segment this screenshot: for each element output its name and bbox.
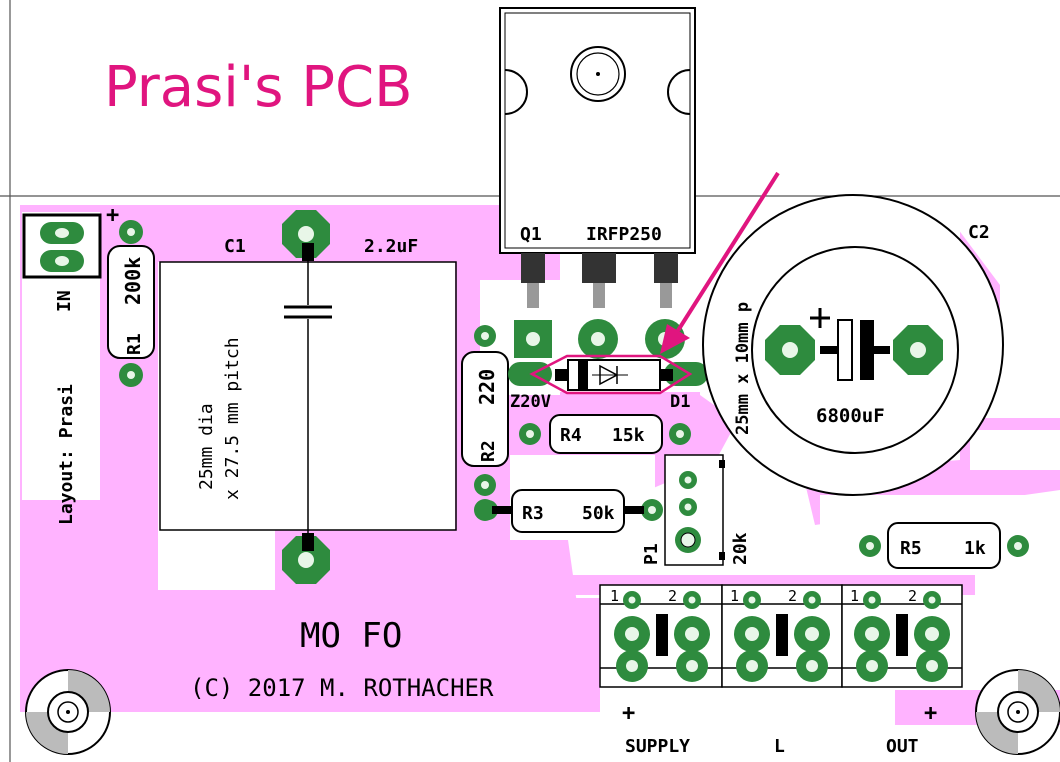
zener-body <box>555 359 673 391</box>
supply-plus-label: + <box>622 701 635 726</box>
in-connector-outline <box>22 213 102 279</box>
zener-ref: Z20V <box>510 392 551 412</box>
q1-pads <box>514 319 685 359</box>
copyright-text: (C) 2017 M. ROTHACHER <box>190 674 494 702</box>
output-connectors <box>599 584 963 688</box>
r2-body <box>461 351 509 467</box>
svg-text:2: 2 <box>668 587 677 605</box>
r1-body <box>107 245 155 359</box>
r1-ref: R1 <box>124 333 145 355</box>
board-name: MO FO <box>300 616 402 656</box>
r4-body <box>549 414 663 454</box>
c1-dim-1: 25mm dia <box>196 403 217 490</box>
in-plus-label: + <box>106 203 119 228</box>
c2-ref: C2 <box>968 222 990 243</box>
svg-text:1: 1 <box>850 587 859 605</box>
c1-pad-top <box>282 210 330 258</box>
c1-ref: C1 <box>224 236 246 257</box>
l-label: L <box>774 736 785 757</box>
c2-symbol <box>810 308 890 381</box>
c2-dim: 25mm x 10mm p <box>733 302 753 435</box>
board-title: Prasi's PCB <box>104 55 413 120</box>
in-label: IN <box>54 290 75 312</box>
svg-text:1: 1 <box>730 587 739 605</box>
r5-ref: R5 <box>900 538 922 559</box>
r3-value: 50k <box>582 503 615 524</box>
out-label: OUT <box>886 736 919 757</box>
supply-label: SUPPLY <box>625 736 690 757</box>
in-connector-pads <box>40 222 84 272</box>
r5-body <box>887 522 1001 569</box>
svg-text:2: 2 <box>788 587 797 605</box>
c2-pads <box>765 325 943 375</box>
r2-ref: R2 <box>478 440 499 462</box>
arrow-marker <box>660 171 780 354</box>
d1-ref: D1 <box>670 392 690 412</box>
zener-highlight <box>529 354 693 395</box>
layout-label: Layout: Prasi <box>56 384 77 525</box>
r1-value: 200k <box>121 257 145 305</box>
c1-value: 2.2uF <box>364 236 418 257</box>
connector-pin-numbers: 1 2 1 2 1 2 <box>610 587 917 605</box>
q1-ref: Q1 <box>520 224 542 245</box>
q1-body <box>499 7 696 254</box>
svg-text:1: 1 <box>610 587 619 605</box>
c2-value: 6800uF <box>816 405 885 427</box>
p1-ref: P1 <box>641 543 662 565</box>
q1-value: IRFP250 <box>586 224 662 245</box>
r4-ref: R4 <box>560 425 582 446</box>
svg-text:2: 2 <box>908 587 917 605</box>
out-plus-label: + <box>924 701 937 726</box>
r5-value: 1k <box>964 538 986 559</box>
r4-value: 15k <box>612 425 645 446</box>
q1-leads <box>521 253 678 308</box>
r3-ref: R3 <box>522 503 544 524</box>
p1-value: 20k <box>730 532 751 565</box>
c2-inner <box>751 246 959 454</box>
c1-dim-2: x 27.5 mm pitch <box>222 337 243 500</box>
mounting-hole-right <box>975 669 1060 755</box>
c1-pad-bottom <box>282 536 330 584</box>
mounting-hole-left <box>25 669 111 755</box>
r2-value: 220 <box>475 369 499 405</box>
